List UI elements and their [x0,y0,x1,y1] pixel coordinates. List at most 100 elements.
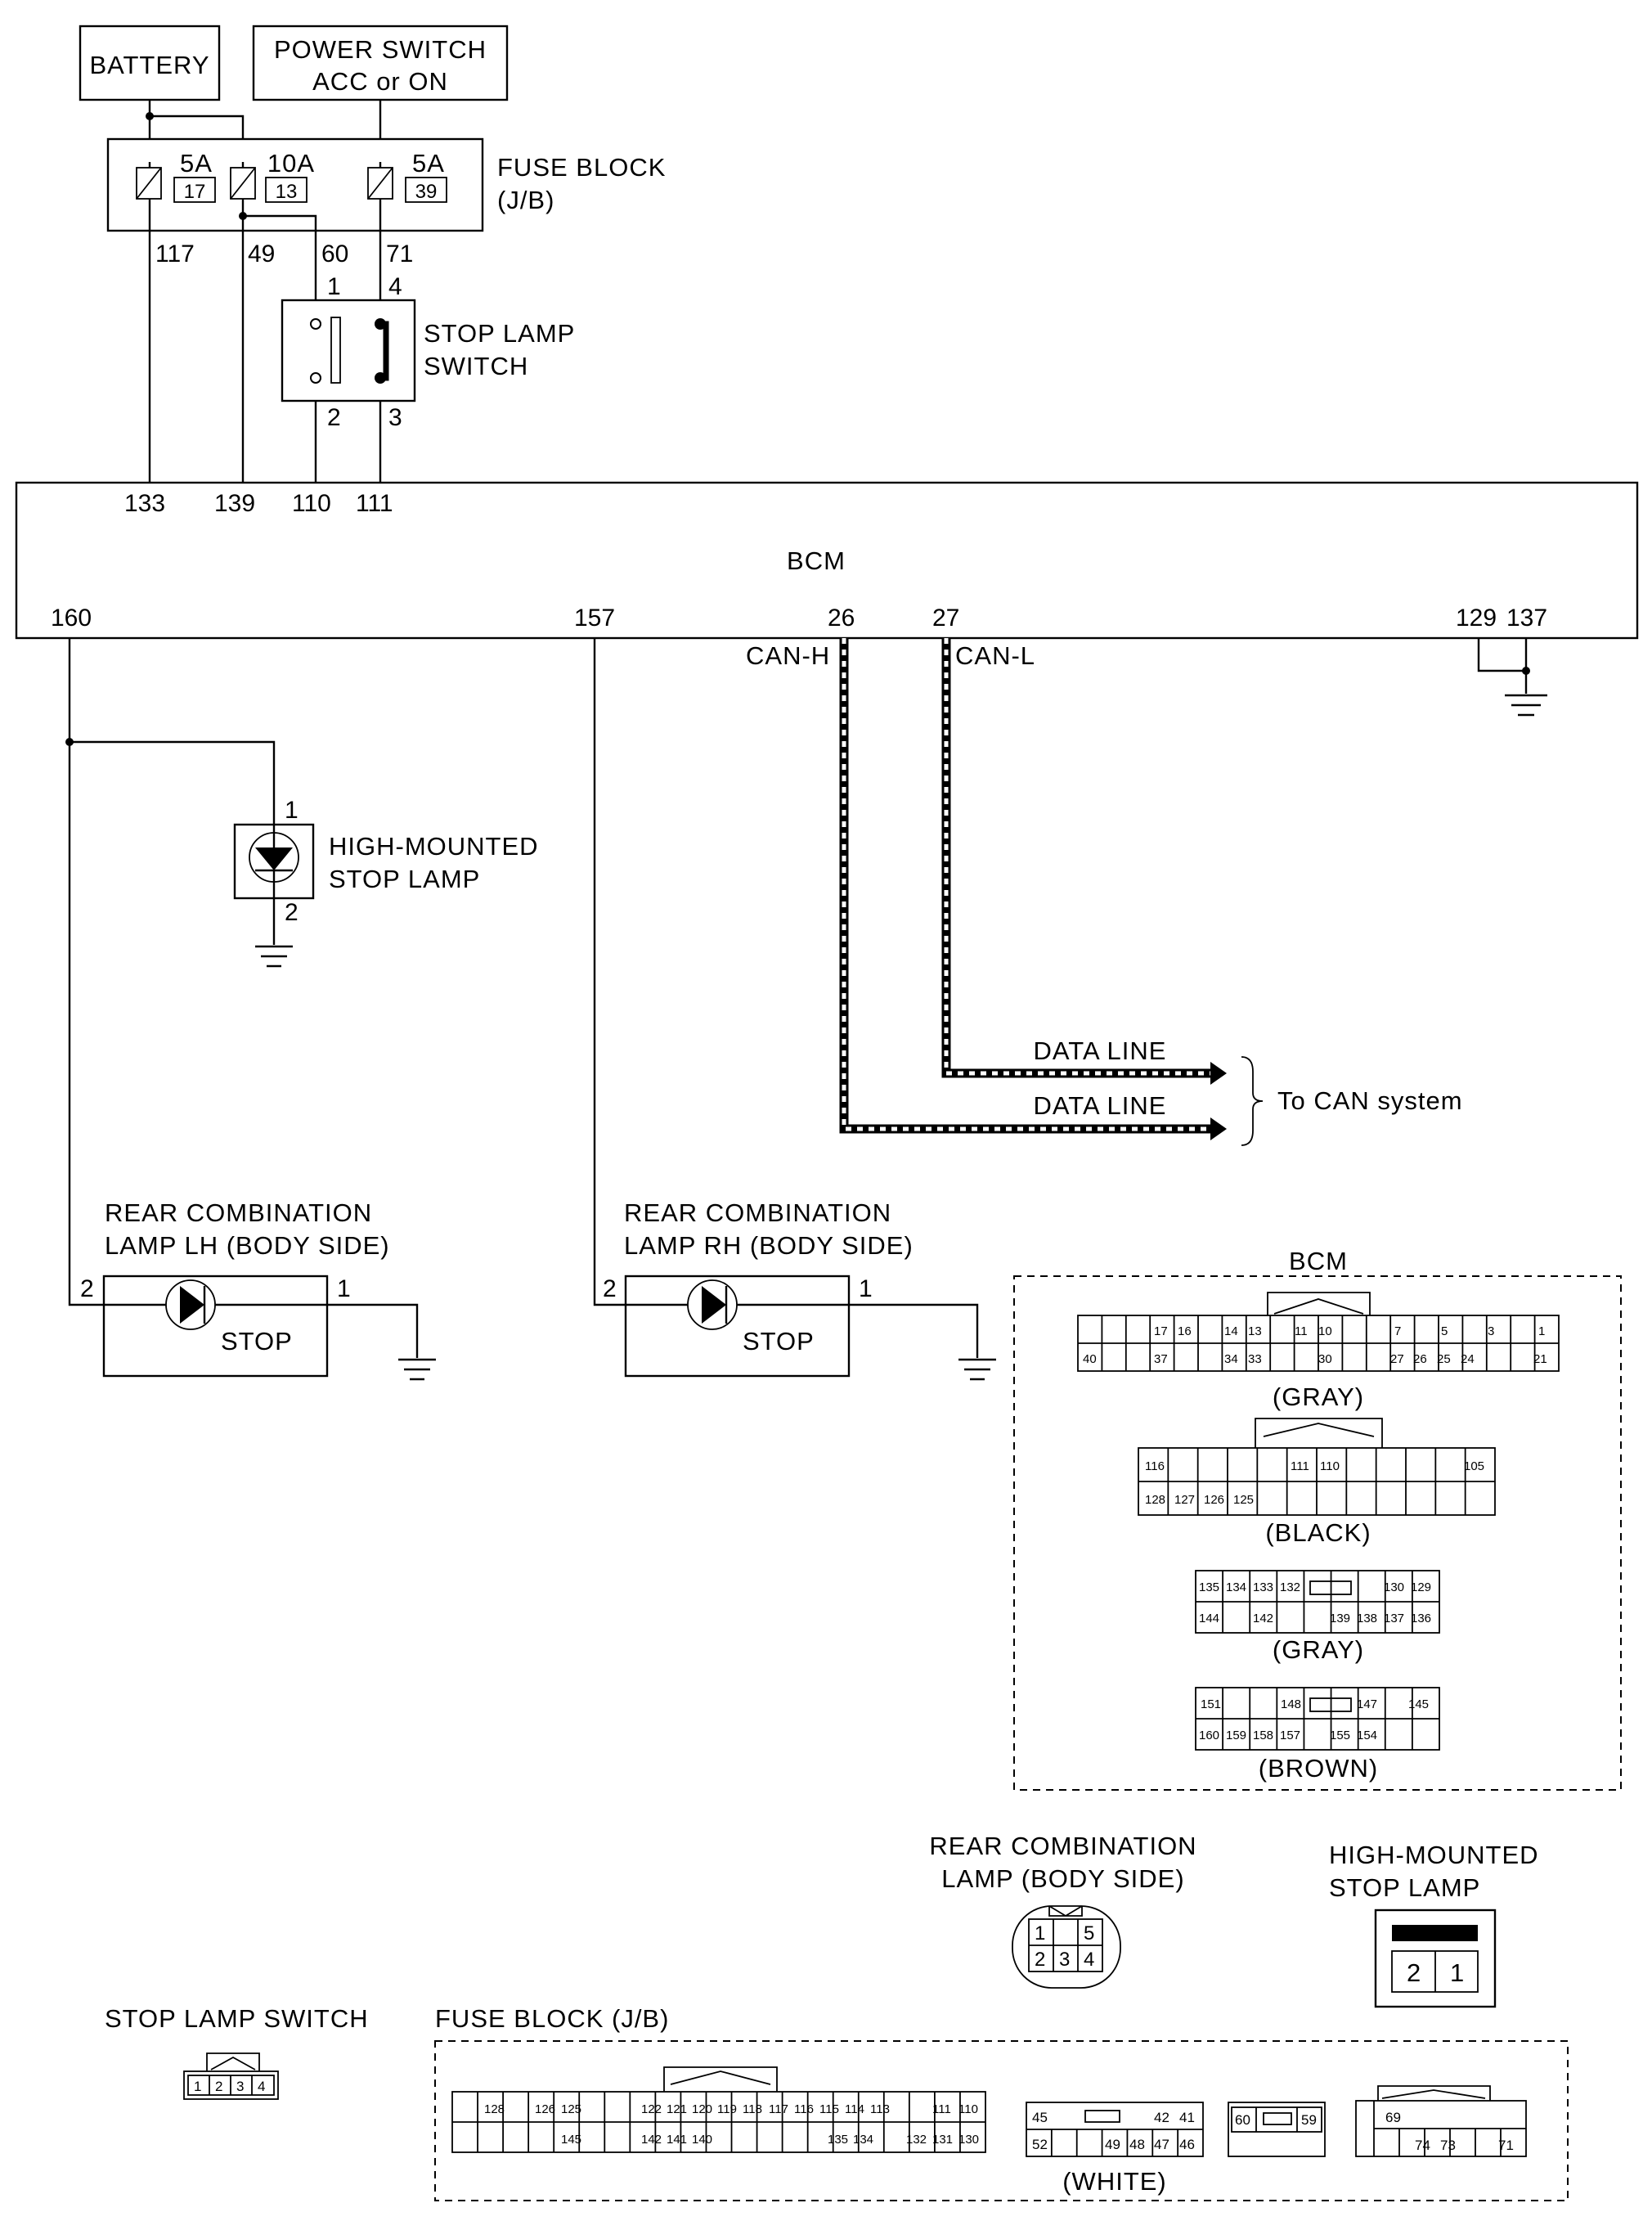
rear-comb-connector-title: REAR COMBINATION [929,1832,1196,1860]
pin-label: 125 [1233,1493,1254,1507]
pin-label: 4 [1084,1949,1094,1971]
wire-157 [593,638,626,1306]
fuse-1-number: 17 [184,181,206,203]
pin-label: 49 [1105,2137,1120,2152]
rear-comb-connector-title-2: LAMP (BODY SIDE) [941,1864,1184,1893]
switch-pin-3: 3 [388,404,402,431]
rear-lh-label: REAR COMBINATION [105,1198,372,1227]
fuse-connector-3: 60 59 [1228,2102,1326,2157]
pin-label: 117 [769,2102,788,2116]
pin-label: 120 [692,2102,712,2116]
bcm-pin-133: 133 [124,490,165,517]
pin-label: 111 [932,2102,951,2116]
pin-label: 111 [1291,1459,1309,1473]
pin-label: 14 [1224,1324,1238,1338]
pin-label: 73 [1440,2138,1456,2153]
pin-label: 147 [1357,1697,1377,1711]
pin-label: 137 [1384,1612,1404,1625]
bcm-connector-group [1013,1275,1622,1791]
pin-label: 116 [794,2102,814,2116]
pin-label: 125 [561,2102,581,2116]
pin-label: 45 [1032,2110,1048,2125]
rear-lamp-rh: STOP [624,1275,851,1378]
connector-color-gray: (GRAY) [1273,1383,1364,1411]
pin-label: 115 [819,2102,839,2116]
pin-label: 42 [1154,2110,1169,2125]
pin-label: 1 [1035,1922,1045,1945]
pin-label: 160 [1199,1729,1219,1742]
pin-label: 21 [1533,1352,1547,1366]
pin-label: 25 [1437,1352,1451,1366]
can-h-label: CAN-H [746,641,830,670]
bcm-connector-gray-2: 135 134 133 132 130 129 144 142 139 138 … [1195,1570,1440,1634]
pin-label: 37 [1154,1352,1168,1366]
pin-label: 34 [1224,1352,1238,1366]
pin-label: 59 [1301,2112,1317,2128]
pin-label: 126 [1204,1493,1224,1507]
pin-label: 1 [1450,1958,1465,1987]
brace [1241,1056,1264,1146]
wire-high-mounted [70,740,276,825]
junction-dot [146,112,154,120]
pin-label: 11 [1295,1324,1308,1338]
pin-label: 121 [667,2102,687,2116]
rear-lh-pin-1: 1 [337,1275,351,1302]
pin-label: 2 [215,2079,222,2094]
pin-label: 119 [717,2102,737,2116]
power-switch-block: POWER SWITCH ACC or ON [252,25,509,101]
power-switch-mode: ACC or ON [312,67,448,96]
pin-label: 110 [1320,1459,1340,1473]
can-h-line [839,638,1227,1140]
pin-label: 116 [1145,1459,1165,1473]
data-line-label-2: DATA LINE [1034,1091,1167,1120]
high-mount-connector-title-2: STOP LAMP [1329,1873,1480,1902]
pin-label: 145 [561,2133,581,2147]
pin-label: 71 [1498,2138,1514,2153]
high-mounted-stop-lamp [233,823,315,900]
pin-label: 52 [1032,2137,1048,2152]
connector-color-black: (BLACK) [1265,1518,1371,1547]
pin-label: 41 [1179,2110,1195,2125]
pin-label: 135 [828,2133,848,2147]
switch-pin-2: 2 [327,404,341,431]
wire-160 [68,638,104,1306]
pin-label: 13 [1248,1324,1262,1338]
pin-label: 122 [641,2102,662,2116]
pin-label: 134 [1226,1580,1246,1594]
fuse-2-amp: 10A [267,149,315,178]
pin-label: 3 [1488,1324,1494,1338]
bcm-module: BCM [15,481,1639,640]
pin-60: 60 [321,241,348,268]
can-l-label: CAN-L [955,641,1035,670]
pin-label: 157 [1280,1729,1300,1742]
pin-label: 3 [1059,1949,1070,1971]
pin-49: 49 [248,241,275,268]
high-mounted-label-2: STOP LAMP [329,865,480,893]
fuse-block-connector-group [434,2040,1569,2201]
pin-label: 60 [1235,2112,1250,2128]
pin-label: 139 [1330,1612,1350,1625]
pin-label: 133 [1253,1580,1273,1594]
ground-icon [398,1358,436,1381]
ground-icon [958,1358,996,1381]
bcm-pin-26: 26 [828,605,855,632]
connector-color-brown: (BROWN) [1259,1754,1378,1783]
bcm-connector-title: BCM [1289,1247,1348,1275]
battery-label: BATTERY [89,51,209,79]
pin-label: 128 [1145,1493,1165,1507]
pin-label: 151 [1201,1697,1221,1711]
bcm-pin-160: 160 [51,605,92,632]
fuse-connector-4: 69 74 73 71 [1355,2085,1527,2157]
bcm-connector-gray-1: 17 16 14 13 11 10 7 5 3 1 40 37 34 33 30… [1077,1292,1560,1372]
pin-label: 145 [1408,1697,1429,1711]
pin-label: 127 [1174,1493,1195,1507]
ground-icon [1505,694,1547,717]
ground-wire [849,1303,979,1358]
rear-comb-connector: 1 5 2 3 4 [1012,1905,1121,1989]
stop-lh-label: STOP [221,1327,293,1356]
pin-label: 17 [1154,1324,1168,1338]
bcm-pin-110: 110 [292,490,331,517]
bcm-pin-139: 139 [214,490,255,517]
pin-117: 117 [155,241,195,268]
